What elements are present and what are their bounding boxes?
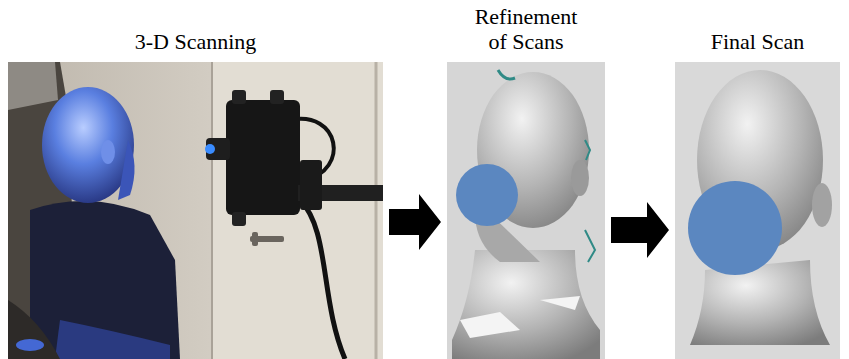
- block-arrow: [389, 194, 441, 250]
- panel-heading: Refinement of Scans: [465, 4, 587, 54]
- panel-heading: Final Scan: [711, 29, 805, 54]
- scanning-photo: [8, 62, 383, 359]
- panel-heading: 3-D Scanning: [135, 29, 257, 54]
- image-panel: Refinement of Scans: [447, 62, 605, 359]
- raw-scan-render: [447, 62, 605, 359]
- final-scan-render: [675, 62, 840, 359]
- image-panel: 3-D Scanning: [8, 62, 383, 359]
- block-arrow: [611, 202, 669, 258]
- image-panel: Final Scan: [675, 62, 840, 359]
